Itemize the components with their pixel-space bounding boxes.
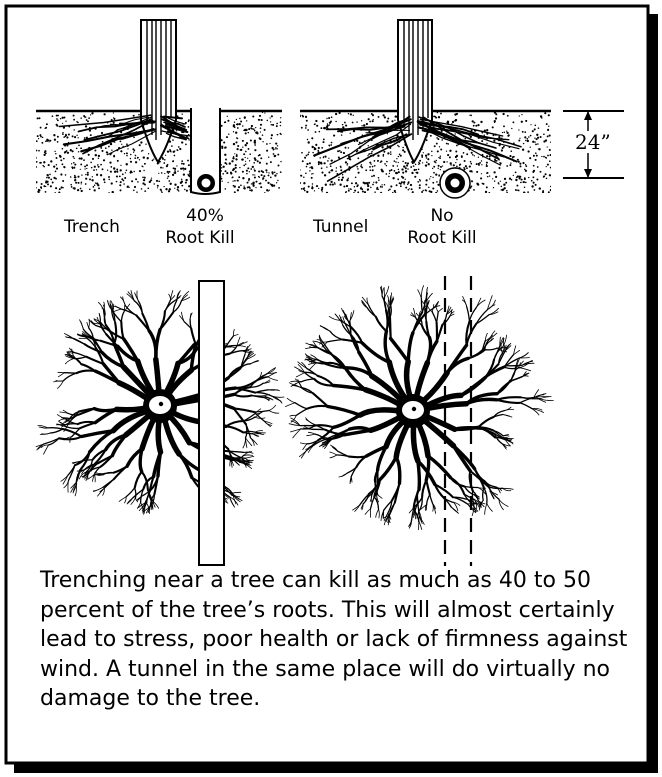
caption-text: Trenching near a tree can kill as much a… [40, 566, 640, 714]
trench-strip [199, 281, 224, 565]
trench-pipe [197, 174, 215, 192]
trench-label: Trench [64, 217, 120, 237]
tunnel-percent-label: No [402, 206, 482, 226]
depth-label: 24” [574, 131, 612, 153]
trench-percent-label: 40% [165, 206, 245, 226]
trench-result-label: Root Kill [145, 228, 255, 248]
tunnel-result-label: Root Kill [387, 228, 497, 248]
tunnel-pipe [440, 168, 470, 198]
tunnel-label: Tunnel [313, 217, 368, 237]
